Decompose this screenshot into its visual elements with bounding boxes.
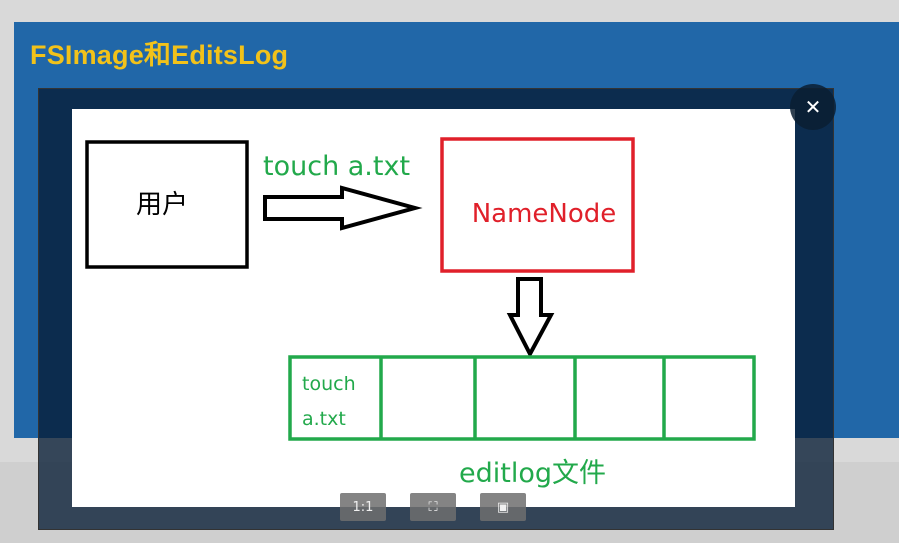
download-button[interactable]: ▣ [480, 493, 526, 521]
user-box-label: 用户 [136, 190, 188, 220]
slide-title: FSImage和EditsLog [30, 40, 289, 70]
actual-size-icon: 1:1 [352, 499, 374, 515]
close-icon: ✕ [804, 95, 822, 119]
actual-size-button[interactable]: 1:1 [340, 493, 386, 521]
namenode-label: NameNode [472, 199, 617, 229]
right-arrow-icon [263, 185, 423, 231]
user-box [85, 140, 249, 269]
hdfs-diagram: 用户 touch a.txt NameNode touch a.txt edit… [85, 137, 756, 489]
editlog-cell-line1: touch [302, 373, 356, 395]
download-icon: ▣ [496, 499, 510, 515]
editlog-cell-line2: a.txt [302, 408, 346, 430]
arrow-label: touch a.txt [263, 151, 410, 182]
editlog-table [288, 355, 756, 441]
down-arrow-icon [506, 277, 555, 359]
fit-screen-button[interactable]: ⛶ [410, 493, 456, 521]
close-button[interactable]: ✕ [790, 84, 836, 130]
viewer-image: 用户 touch a.txt NameNode touch a.txt edit… [72, 109, 795, 507]
fit-screen-icon: ⛶ [428, 499, 438, 515]
editlog-caption: editlog文件 [459, 458, 606, 489]
namenode-box [440, 137, 635, 273]
